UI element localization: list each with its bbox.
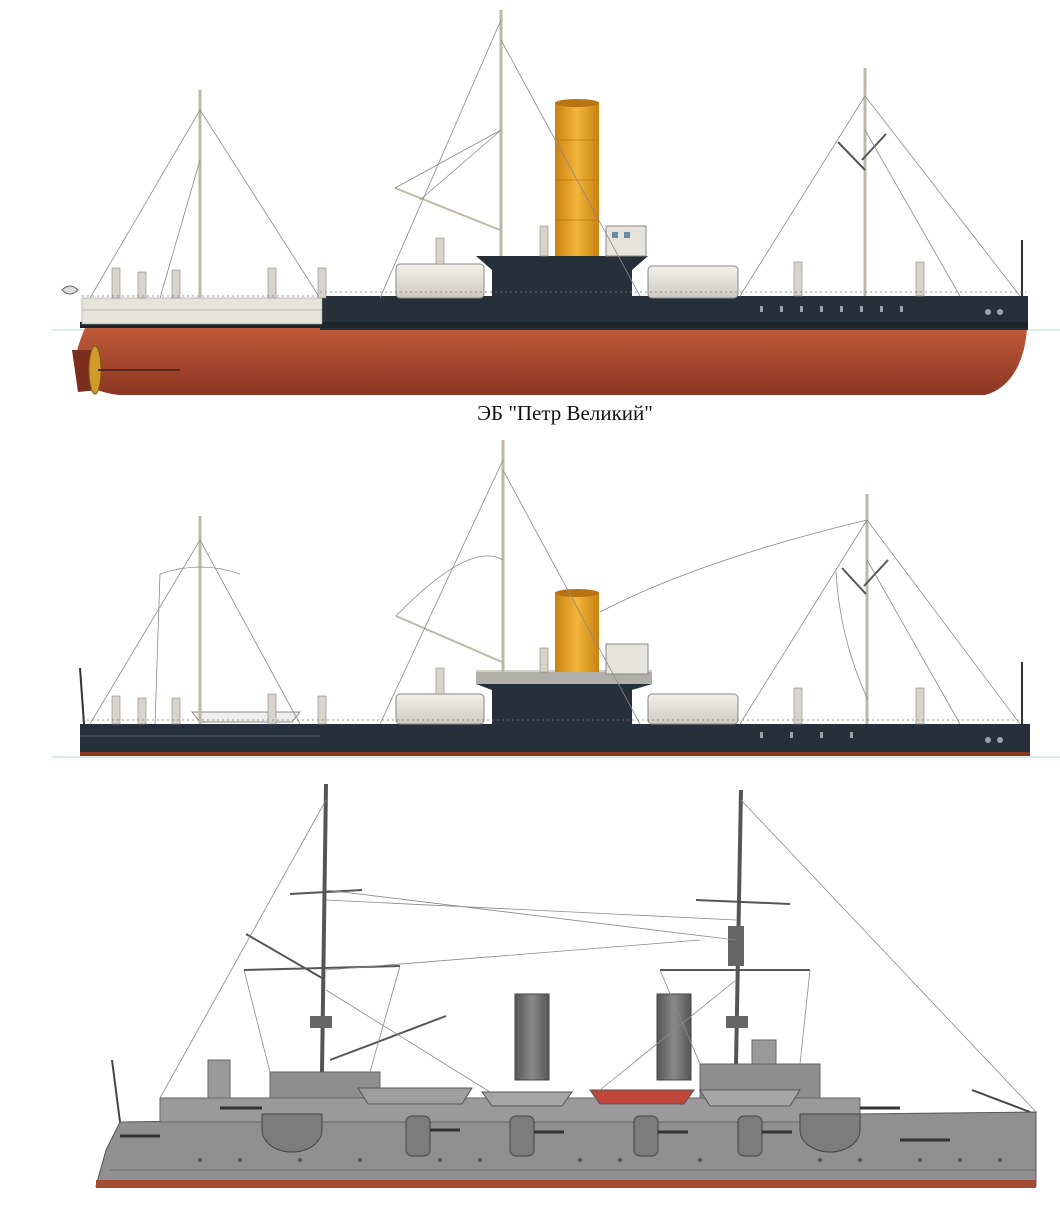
caption: ЭБ "Петр Великий" [477,401,653,425]
ship-profile-2 [52,440,1060,758]
ship-profile-3 [95,783,1037,1188]
ship-profile-1 [52,10,1060,395]
